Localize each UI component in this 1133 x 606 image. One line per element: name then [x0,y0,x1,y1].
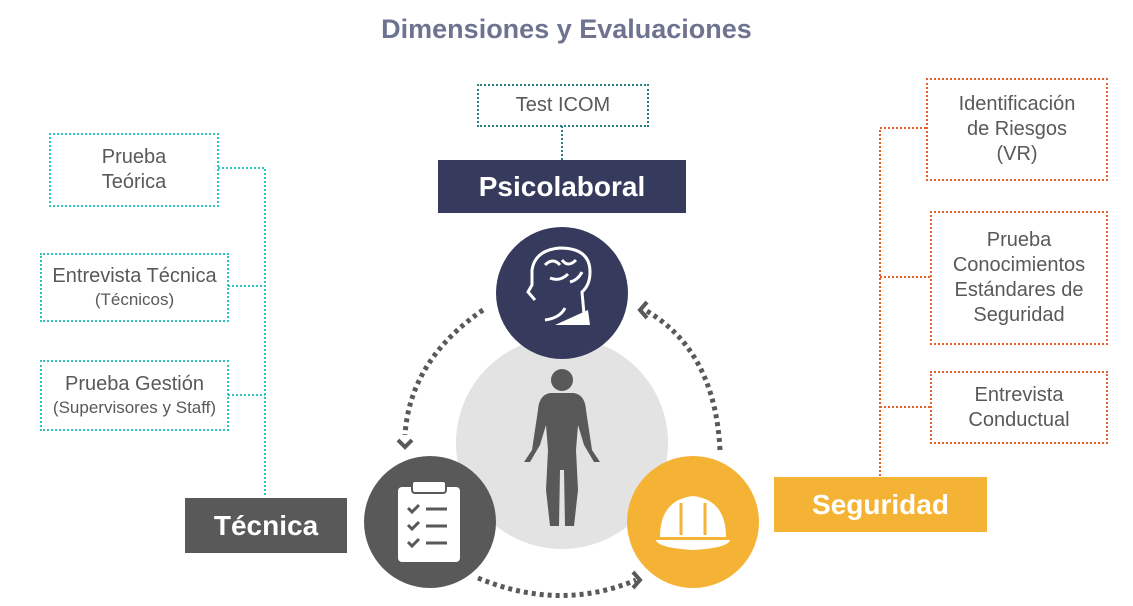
psicolaboral-circle [496,227,628,359]
box-line: Entrevista [974,383,1064,406]
prueba-teorica-box: Prueba Teórica [49,133,219,207]
box-line: Entrevista Técnica [52,265,217,288]
box-line: Identificación [958,93,1076,115]
test-icom-box: Test ICOM [477,84,649,127]
box-line: Prueba [101,146,167,168]
box-line: (Supervisores y Staff) [52,398,217,418]
box-line: Prueba [986,229,1052,251]
tecnica-connectors [218,167,266,497]
diagram-title: Dimensiones y Evaluaciones [381,14,752,44]
box-line: Prueba Gestión [65,373,204,396]
box-line: Conocimientos [952,254,1086,276]
human-figure-icon [524,369,600,526]
box-line: Seguridad [973,304,1065,326]
box-line: Conductual [968,408,1070,431]
brain-head-icon [526,246,592,326]
seguridad-connectors [879,127,930,477]
psicolaboral-label: Psicolaboral [438,160,686,213]
box-line: de Riesgos [966,118,1068,140]
hard-hat-icon [656,496,730,550]
box-line: Teórica [101,171,167,193]
tecnica-label: Técnica [185,498,347,553]
prueba-gestion-box: Prueba Gestión (Supervisores y Staff) [40,360,229,431]
entrevista-conductual-box: Entrevista Conductual [930,371,1108,444]
entrevista-tecnica-box: Entrevista Técnica (Técnicos) [40,253,229,322]
prueba-conocimientos-box: Prueba Conocimientos Estándares de Segur… [930,211,1108,345]
seguridad-label: Seguridad [774,477,987,532]
arrow-heads [396,300,649,590]
clipboard-checklist-icon [398,480,460,562]
box-line: (Técnicos) [94,290,175,310]
identificacion-riesgos-box: Identificación de Riesgos (VR) [926,78,1108,181]
box-line: (VR) [996,143,1038,165]
box-line: Test ICOM [515,94,611,116]
cycle-arrows [402,307,723,598]
box-line: Estándares de [954,279,1084,301]
